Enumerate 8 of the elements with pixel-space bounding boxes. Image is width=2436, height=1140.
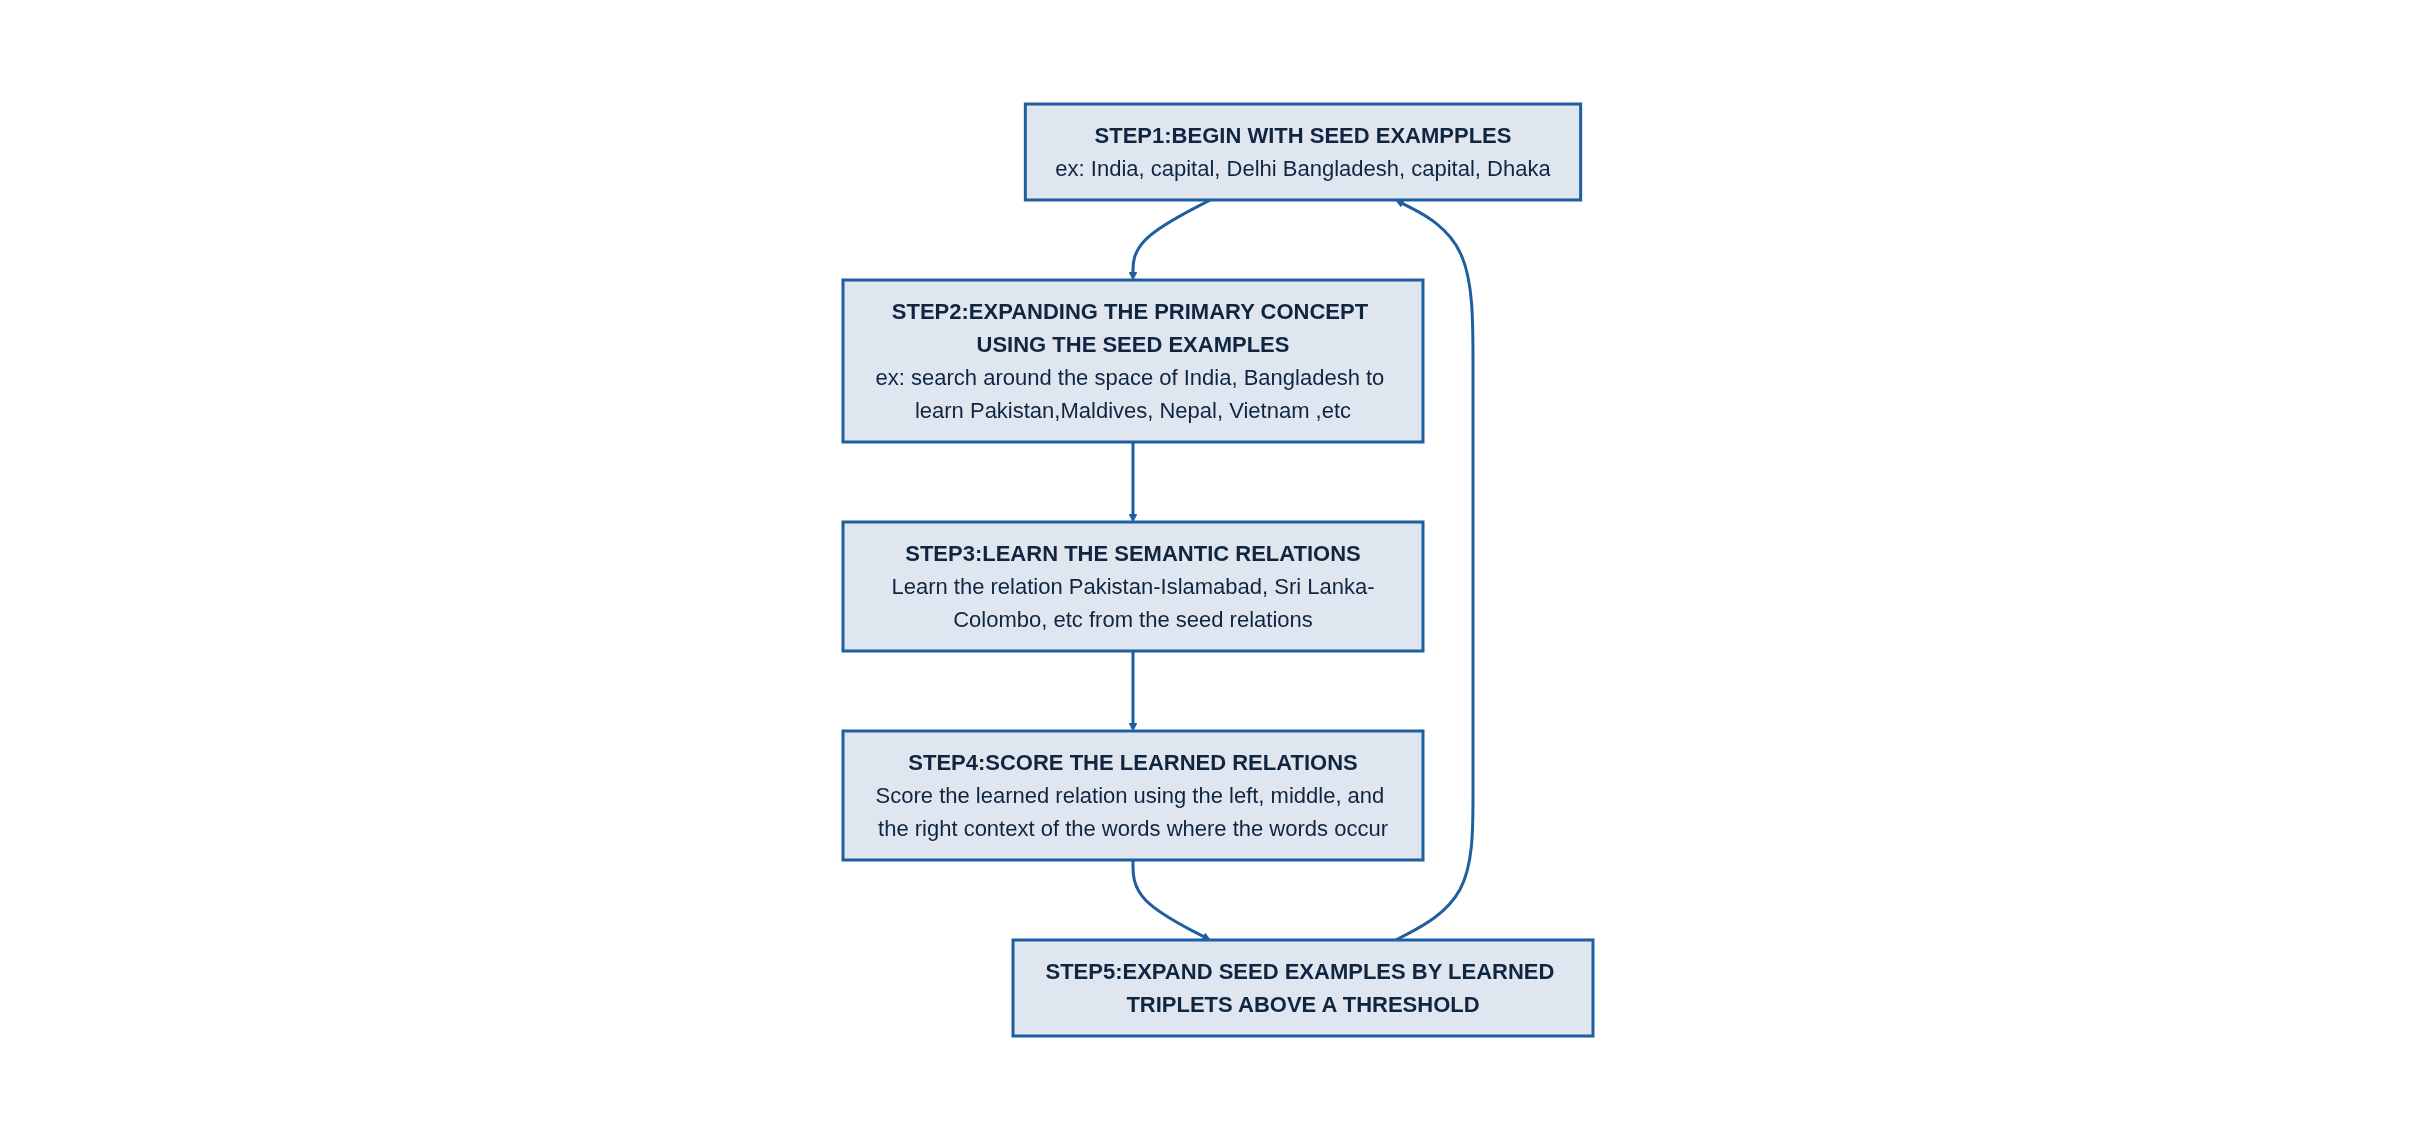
arrow — [1128, 651, 1138, 732]
node-box: STEP5:EXPAND SEED EXAMPLES BY LEARNED TRIPLETS ABOVE A THRESHOLD — [1011, 938, 1595, 1038]
arrow — [1128, 442, 1138, 523]
node-box: STEP1:BEGIN WITH SEED EXAMPPLES ex: India, capital, Delhi Bangladesh, capital, Dhaka — [1023, 102, 1583, 202]
node-box: STEP4:SCORE THE LEARNED RELATIONS Score the learned relation using the left, middle, and the right context of the words where the words occur — [841, 729, 1425, 862]
node-box: STEP3:LEARN THE SEMANTIC RELATIONS Learn the relation Pakistan-Islamabad, Sri Lanka-Colombo, etc from the seed relations — [841, 520, 1425, 653]
node-box: STEP2:EXPANDING THE PRIMARY CONCEPT USING THE SEED EXAMPLES ex: search around the space of India, Bangladesh to learn Pakistan,Maldives, Nepal, Vietnam ,etc — [841, 278, 1425, 444]
arrow — [1131, 860, 1211, 941]
